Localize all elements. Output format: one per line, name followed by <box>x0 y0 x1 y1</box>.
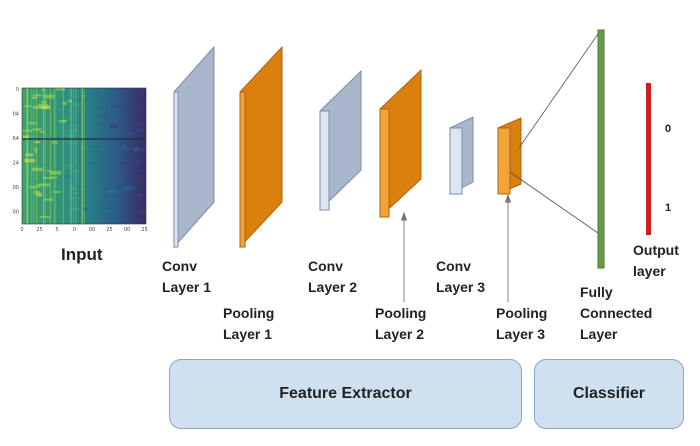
fully-connected-bar <box>597 29 605 269</box>
spectrogram-x-tick: 5 <box>55 227 58 233</box>
input-label: Input <box>61 245 103 264</box>
spectrogram-y-tick: 0 <box>16 87 19 93</box>
fc-connection-bottom <box>509 171 599 234</box>
spectrogram-x-tick: 25 <box>141 227 147 233</box>
pooling-layer-3-block <box>497 117 522 195</box>
feature-extractor-section: Feature Extractor <box>169 359 522 429</box>
fc-connection-top <box>518 33 599 149</box>
spectrogram-x-tick: 00 <box>89 227 95 233</box>
spectrogram-y-tick: 04 <box>13 112 19 118</box>
spectrogram-x-tick: 25 <box>106 227 112 233</box>
spectrogram-y-ticks: 0 04 64 24 00 00 <box>13 87 19 216</box>
output-layer-bar <box>646 83 651 235</box>
spectrogram-x-tick: 0 <box>73 227 76 233</box>
feature-extractor-label: Feature Extractor <box>279 385 412 402</box>
conv-layer-2-block <box>319 69 362 212</box>
pooling-layer-2-arrowhead <box>400 211 408 221</box>
pooling-layer-2-block <box>379 68 422 219</box>
spectrogram-y-tick: 00 <box>13 185 19 191</box>
spectrogram-x-tick: 25 <box>36 227 42 233</box>
conv-layer-3-block <box>449 116 474 195</box>
spectrogram-x-tick: 00 <box>124 227 130 233</box>
conv-layer-1-block <box>173 45 215 249</box>
pooling-layer-3-arrowhead <box>504 193 512 203</box>
spectrogram-y-tick: 24 <box>13 161 19 167</box>
output-value-0: 0 <box>665 123 672 135</box>
spectrogram-y-tick: 00 <box>13 210 19 216</box>
classifier-label: Classifier <box>572 385 646 402</box>
classifier-section: Classifier <box>534 359 684 429</box>
spectrogram-y-tick: 64 <box>13 136 19 142</box>
output-value-1: 1 <box>665 202 672 214</box>
pooling-layer-1-block <box>239 45 283 249</box>
spectrogram-x-tick: 0 <box>20 227 23 233</box>
spectrogram-texture <box>22 88 146 224</box>
